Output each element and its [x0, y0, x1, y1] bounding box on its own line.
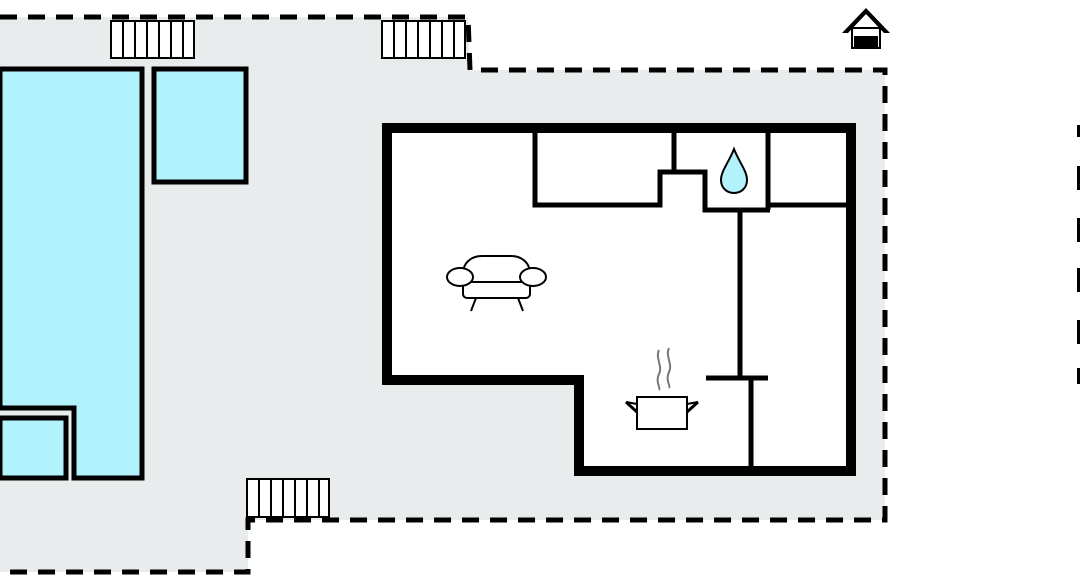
stairs-icon	[246, 478, 330, 518]
water-drop-icon	[719, 146, 749, 195]
interior-walls	[532, 128, 851, 471]
house-footprint	[382, 123, 856, 476]
house-icon	[842, 8, 890, 49]
swimming-pool	[0, 66, 145, 481]
stairs-icon	[110, 20, 195, 59]
jacuzzi	[151, 66, 249, 185]
legend-fragments	[1077, 125, 1080, 384]
cooking-pot-icon	[624, 347, 700, 430]
sofa-icon	[446, 255, 547, 312]
property-boundary	[0, 14, 888, 575]
stairs-icon	[381, 20, 466, 59]
pool-steps	[0, 415, 69, 481]
